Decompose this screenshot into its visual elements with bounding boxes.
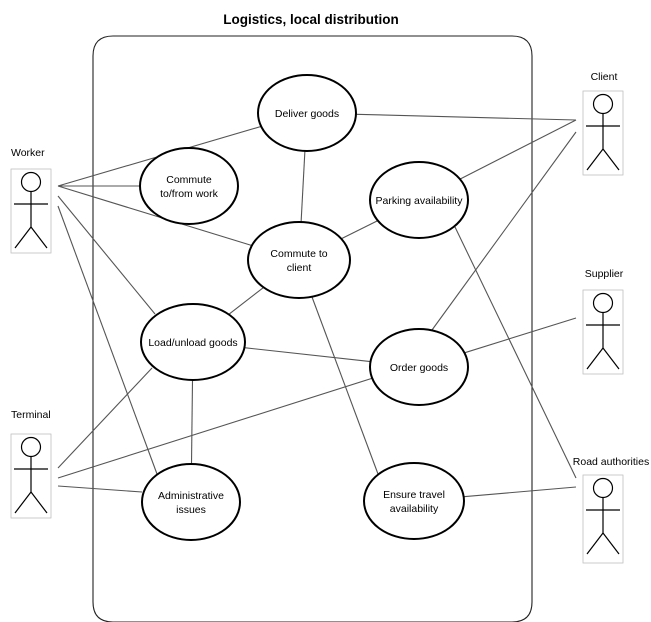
actor-label: Terminal bbox=[11, 409, 51, 421]
association-terminal-admin bbox=[57, 485, 143, 493]
use-case-label: Administrative bbox=[158, 490, 224, 502]
use-case-ellipse bbox=[141, 463, 241, 541]
association-load-unload-admin bbox=[190, 379, 194, 465]
association-commute-client-parking bbox=[341, 220, 379, 240]
use-case-parking[interactable]: Parking availability bbox=[369, 161, 469, 239]
association-worker-admin bbox=[57, 205, 158, 475]
use-case-ellipse bbox=[139, 147, 239, 225]
stick-figure-icon bbox=[586, 477, 620, 555]
use-case-label: client bbox=[287, 262, 312, 274]
use-case-label: availability bbox=[390, 503, 439, 515]
actor-label: Supplier bbox=[585, 268, 624, 280]
actor-road-authorities[interactable]: Road authorities bbox=[573, 456, 649, 564]
use-case-ellipse bbox=[363, 462, 465, 540]
actor-supplier[interactable]: Supplier bbox=[582, 268, 624, 375]
use-case-deliver-goods[interactable]: Deliver goods bbox=[257, 74, 357, 152]
stick-figure-icon bbox=[14, 436, 48, 514]
use-case-label: Deliver goods bbox=[275, 108, 339, 120]
use-case-ellipse bbox=[257, 74, 357, 152]
actor-terminal[interactable]: Terminal bbox=[10, 409, 52, 519]
association-worker-commute-client bbox=[57, 185, 252, 247]
use-case-order-goods[interactable]: Order goods bbox=[369, 328, 469, 406]
use-case-travel[interactable]: Ensure travel availability bbox=[363, 462, 465, 540]
use-case-ellipse bbox=[247, 221, 351, 299]
actor-label: Road authorities bbox=[573, 456, 649, 468]
use-case-label: Load/unload goods bbox=[148, 337, 237, 349]
stick-figure-icon bbox=[586, 93, 620, 171]
association-road-authorities-parking bbox=[454, 226, 577, 479]
association-road-authorities-travel bbox=[463, 486, 577, 498]
use-case-label: Parking availability bbox=[376, 195, 464, 207]
association-terminal-order-goods bbox=[57, 377, 374, 479]
use-case-label: to/from work bbox=[160, 188, 219, 200]
association-client-order-goods bbox=[431, 131, 577, 331]
use-case-admin[interactable]: Administrative issues bbox=[141, 463, 241, 541]
association-commute-client-load-unload bbox=[228, 286, 264, 315]
use-case-label: Ensure travel bbox=[383, 489, 445, 501]
association-commute-client-travel bbox=[311, 296, 379, 475]
use-case-ellipse bbox=[369, 161, 469, 239]
use-case-label: Commute to bbox=[270, 248, 327, 260]
diagram-title: Logistics, local distribution bbox=[223, 12, 399, 27]
association-client-parking bbox=[459, 119, 577, 180]
association-supplier-order-goods bbox=[464, 317, 577, 354]
use-case-load-unload[interactable]: Load/unload goods bbox=[140, 303, 246, 381]
actor-client[interactable]: Client bbox=[582, 71, 624, 176]
association-deliver-goods-commute-client bbox=[300, 150, 306, 223]
actor-worker[interactable]: Worker bbox=[10, 147, 52, 254]
association-lines bbox=[57, 113, 577, 498]
actor-label: Worker bbox=[11, 147, 45, 159]
use-case-label: Commute bbox=[166, 174, 212, 186]
stick-figure-icon bbox=[14, 171, 48, 249]
system-boundary bbox=[92, 35, 533, 622]
actor-label: Client bbox=[591, 71, 618, 83]
use-case-commute-work[interactable]: Commute to/from work bbox=[139, 147, 239, 225]
association-client-deliver-goods bbox=[355, 113, 577, 121]
use-case-ellipse bbox=[369, 328, 469, 406]
use-case-ellipse bbox=[140, 303, 246, 381]
use-case-label: issues bbox=[176, 504, 206, 516]
use-case-commute-client[interactable]: Commute to client bbox=[247, 221, 351, 299]
association-load-unload-order-goods bbox=[244, 347, 371, 363]
association-terminal-load-unload bbox=[57, 367, 153, 469]
use-case-label: Order goods bbox=[390, 362, 448, 374]
stick-figure-icon bbox=[586, 292, 620, 370]
association-worker-load-unload bbox=[57, 195, 156, 315]
